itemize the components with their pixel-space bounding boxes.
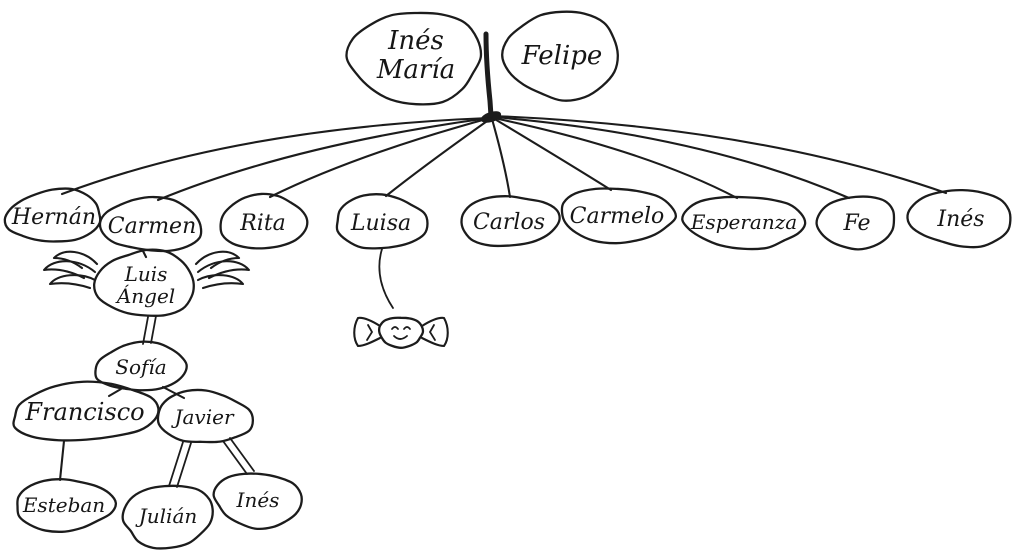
- wing-feather: [52, 250, 99, 270]
- label-luisa: Luisa: [350, 211, 411, 236]
- candy-string: [378, 248, 394, 309]
- wing-feather: [196, 274, 245, 290]
- edge-parents-ines: [492, 114, 948, 195]
- marriage-trunk-line: [483, 31, 494, 119]
- candy-face-left-eye: [391, 326, 399, 330]
- node-shape-carmelo: [560, 187, 678, 245]
- edge-javier-ines-b: [229, 437, 255, 472]
- node-shape-javier: [156, 388, 255, 444]
- label-ines-maria-line1: Inés: [387, 26, 444, 56]
- node-shape-ines-grandchild: [212, 472, 303, 531]
- node-shape-rita: [219, 192, 309, 250]
- edge-sofia-javier: [161, 385, 186, 400]
- edge-parents-carlos: [490, 117, 512, 199]
- label-esteban: Esteban: [22, 493, 105, 517]
- node-shape-fe: [815, 195, 896, 251]
- node-shape-ines-maria: [345, 11, 483, 106]
- candy-wrapper-right: [420, 316, 449, 348]
- edge-javier-ines-a: [222, 440, 248, 475]
- candy-wrapper-left: [353, 316, 382, 348]
- wing-feather: [196, 260, 251, 280]
- label-ines-maria-line2: María: [376, 55, 455, 85]
- edge-luis-angel-sofia-a: [142, 316, 149, 345]
- edge-javier-julian-b: [176, 442, 192, 488]
- wing-feather: [42, 260, 97, 280]
- node-shape-ines: [906, 188, 1012, 249]
- label-luis-angel-line2: Ángel: [115, 284, 175, 308]
- candy-body: [377, 316, 425, 349]
- edge-javier-julian-a: [168, 441, 184, 487]
- label-luis-angel-line1: Luis: [124, 262, 168, 286]
- edge-parents-fe: [492, 115, 851, 200]
- edge-luis-angel-sofia-b: [150, 315, 157, 344]
- edge-francisco-esteban: [58, 439, 66, 482]
- candy-face-smile: [393, 335, 408, 340]
- label-fe: Fe: [842, 211, 870, 236]
- node-shape-carlos: [460, 195, 561, 248]
- edge-parents-carmen: [156, 116, 491, 202]
- edge-parents-luisa: [384, 117, 492, 198]
- wing-feather: [48, 274, 97, 290]
- label-ines-grandchild: Inés: [236, 488, 280, 512]
- wing-feather: [194, 250, 241, 270]
- label-sofia: Sofía: [115, 355, 166, 379]
- node-shape-felipe: [501, 10, 619, 102]
- label-carmen: Carmen: [108, 214, 197, 239]
- edge-parents-carmelo: [491, 116, 613, 192]
- label-carmelo: Carmelo: [570, 204, 665, 229]
- edge-parents-hernan: [60, 116, 491, 196]
- label-carlos: Carlos: [473, 210, 545, 235]
- candy-wrapper-right-pinch: [428, 324, 436, 341]
- label-rita: Rita: [239, 211, 286, 236]
- label-julian: Julián: [135, 504, 198, 528]
- candy-doodle: [353, 248, 449, 349]
- node-shape-francisco: [12, 380, 160, 442]
- node-shape-luis-angel: [93, 248, 195, 318]
- node-shape-esperanza: [681, 195, 807, 251]
- edge-parents-esperanza: [492, 116, 739, 200]
- label-javier: Javier: [170, 405, 234, 429]
- label-francisco: Francisco: [24, 398, 144, 426]
- angel-wings-right-icon: [194, 250, 251, 290]
- label-ines: Inés: [936, 207, 984, 232]
- label-felipe: Felipe: [521, 41, 603, 71]
- node-shape-julian: [121, 484, 214, 550]
- node-shape-sofia: [94, 340, 188, 392]
- edge-sofia-francisco: [107, 387, 123, 398]
- node-shape-esteban: [16, 478, 118, 533]
- edge-parents-rita: [268, 116, 492, 199]
- node-shape-carmen: [98, 195, 203, 253]
- candy-face-right-eye: [403, 326, 411, 330]
- edge-carmen-luis-angel: [141, 249, 148, 259]
- node-shape-hernan: [3, 187, 102, 243]
- node-shape-luisa: [335, 193, 429, 250]
- angel-wings-left-icon: [42, 250, 99, 290]
- label-esperanza: Esperanza: [690, 210, 797, 234]
- label-hernan: Hernán: [11, 205, 96, 230]
- candy-wrapper-left-pinch: [366, 324, 374, 341]
